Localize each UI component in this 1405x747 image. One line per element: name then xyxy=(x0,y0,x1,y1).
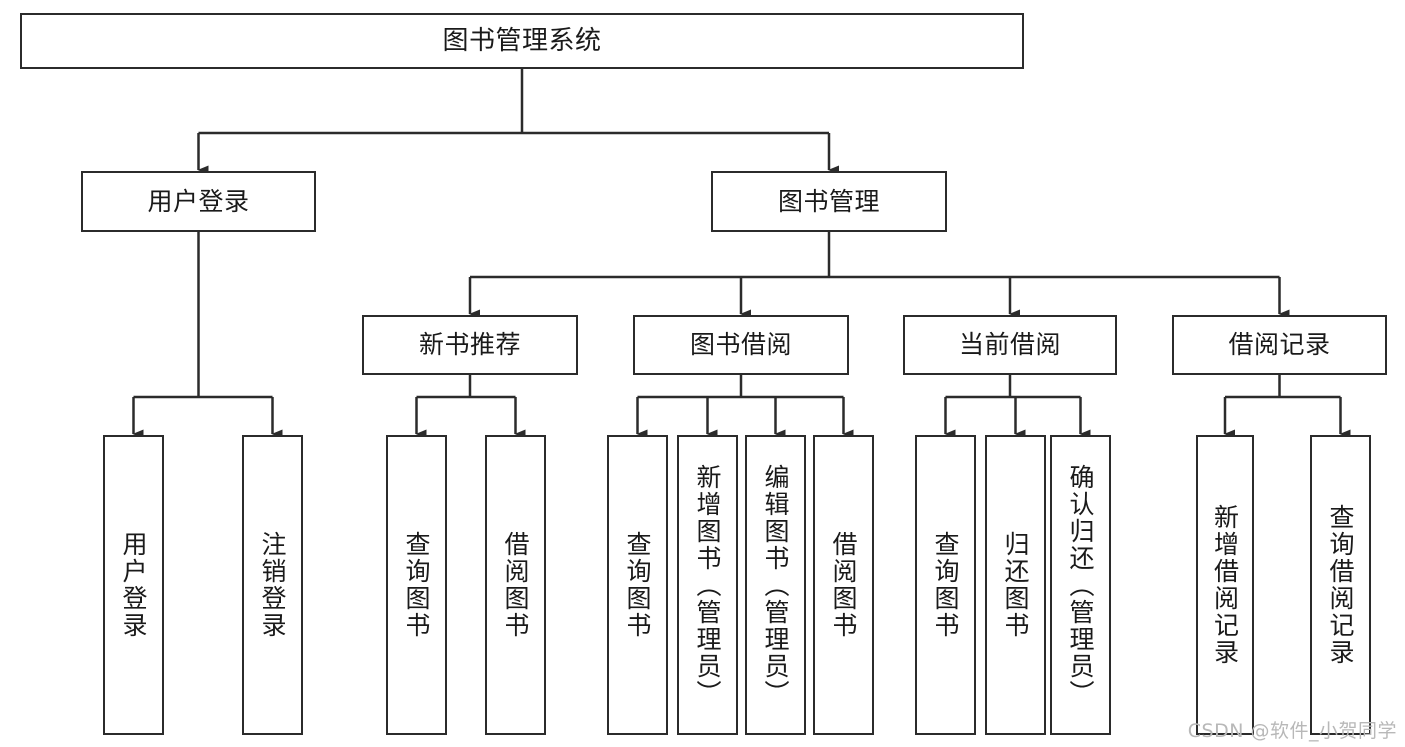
node-leaf-borrow-1[interactable]: 借阅图书 xyxy=(485,435,546,735)
node-leaf-return[interactable]: 归还图书 xyxy=(985,435,1046,735)
node-label-book-manage: 图书管理 xyxy=(777,186,880,216)
node-label-leaf-query-3: 查询图书 xyxy=(931,531,960,639)
node-leaf-add-record[interactable]: 新增借阅记录 xyxy=(1196,435,1254,735)
node-book-borrow[interactable]: 图书借阅 xyxy=(633,315,849,375)
node-leaf-confirm[interactable]: 确认归还（管理员） xyxy=(1050,435,1111,735)
node-new-book-rec[interactable]: 新书推荐 xyxy=(362,315,578,375)
node-label-leaf-confirm: 确认归还（管理员） xyxy=(1066,463,1095,707)
node-leaf-user-login[interactable]: 用户登录 xyxy=(103,435,164,735)
node-leaf-borrow-2[interactable]: 借阅图书 xyxy=(813,435,874,735)
node-book-manage[interactable]: 图书管理 xyxy=(711,171,947,232)
node-label-borrow-record: 借阅记录 xyxy=(1228,330,1331,360)
node-label-leaf-add-record: 新增借阅记录 xyxy=(1210,504,1240,666)
node-label-leaf-user-login: 用户登录 xyxy=(119,531,148,639)
node-label-leaf-query-2: 查询图书 xyxy=(623,531,652,639)
node-leaf-logout[interactable]: 注销登录 xyxy=(242,435,303,735)
node-label-leaf-query-1: 查询图书 xyxy=(402,531,431,639)
node-label-leaf-qry-record: 查询借阅记录 xyxy=(1326,504,1355,666)
node-label-new-book-rec: 新书推荐 xyxy=(418,330,521,360)
node-label-root: 图书管理系统 xyxy=(442,25,602,56)
node-current-borrow[interactable]: 当前借阅 xyxy=(903,315,1117,375)
node-label-user-login: 用户登录 xyxy=(147,186,250,216)
node-leaf-qry-record[interactable]: 查询借阅记录 xyxy=(1310,435,1371,735)
node-label-leaf-borrow-2: 借阅图书 xyxy=(829,531,858,639)
node-user-login[interactable]: 用户登录 xyxy=(81,171,316,232)
node-label-leaf-logout: 注销登录 xyxy=(258,531,287,639)
node-label-leaf-return: 归还图书 xyxy=(1001,531,1030,639)
node-leaf-edit-book[interactable]: 编辑图书（管理员） xyxy=(745,435,806,735)
node-leaf-query-2[interactable]: 查询图书 xyxy=(607,435,668,735)
node-label-leaf-add-book: 新增图书（管理员） xyxy=(693,463,722,707)
node-leaf-add-book[interactable]: 新增图书（管理员） xyxy=(677,435,738,735)
node-leaf-query-1[interactable]: 查询图书 xyxy=(386,435,447,735)
node-leaf-query-3[interactable]: 查询图书 xyxy=(915,435,976,735)
watermark-label: CSDN @软件_小贺同学 xyxy=(1187,720,1397,742)
node-label-book-borrow: 图书借阅 xyxy=(689,330,792,360)
node-label-current-borrow: 当前借阅 xyxy=(958,330,1061,360)
node-label-leaf-borrow-1: 借阅图书 xyxy=(501,531,530,639)
node-label-leaf-edit-book: 编辑图书（管理员） xyxy=(761,463,790,707)
node-borrow-record[interactable]: 借阅记录 xyxy=(1172,315,1387,375)
node-root[interactable]: 图书管理系统 xyxy=(20,13,1024,69)
